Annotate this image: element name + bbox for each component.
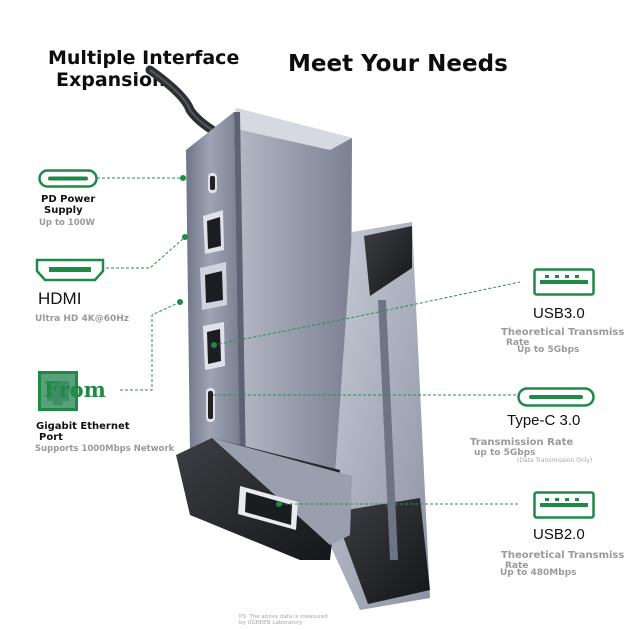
typec-note: (Data Transmission Only) <box>517 457 593 464</box>
ethernet-detail: Supports 1000Mbps Network <box>35 444 175 454</box>
usb2-detail-line3: Up to 480Mbps <box>500 568 577 578</box>
hdmi-port-icon <box>35 258 105 282</box>
usb3-detail-line2: Rate <box>506 338 530 348</box>
usb2-detail-line2: Rate <box>505 561 529 571</box>
usb-a-port-icon <box>533 268 595 296</box>
typec-detail-line2: up to 5Gbps <box>474 448 536 458</box>
ethernet-title-line1: Gigabit Ethernet <box>36 421 130 432</box>
pd-title-line1: PD Power <box>41 194 96 205</box>
pd-title-line2: Supply <box>44 205 83 216</box>
ethernet-overlay-text: From <box>44 377 106 402</box>
headline-left-line2: Expansion <box>56 69 166 91</box>
footnote-line1: PS: The above data is measured <box>239 614 328 620</box>
usb-a-port-icon <box>533 491 595 519</box>
ethernet-port-icon <box>38 371 78 411</box>
footnote-line2: by UGREEN Laboratory <box>239 620 303 626</box>
headline-right: Meet Your Needs <box>288 51 508 77</box>
ethernet-title-line2: Port <box>39 432 63 443</box>
usb3-detail-line1: Theoretical Transmiss <box>501 327 625 338</box>
usb3-title: USB3.0 <box>533 305 585 322</box>
typec-title: Type-C 3.0 <box>507 412 581 429</box>
usb3-detail-line3: Up to 5Gbps <box>517 345 580 355</box>
hdmi-detail: Ultra HD 4K@60Hz <box>35 314 130 324</box>
usb-c-port-icon <box>38 169 98 188</box>
headline-left-line1: Multiple Interface <box>48 47 240 69</box>
usb-c-port-icon <box>517 387 595 407</box>
typec-detail-line1: Transmission Rate <box>470 437 574 448</box>
usb2-title: USB2.0 <box>533 526 585 543</box>
hdmi-title: HDMI <box>38 289 82 308</box>
usb2-detail-line1: Theoretical Transmiss <box>501 550 625 561</box>
pd-detail: Up to 100W <box>39 218 95 228</box>
